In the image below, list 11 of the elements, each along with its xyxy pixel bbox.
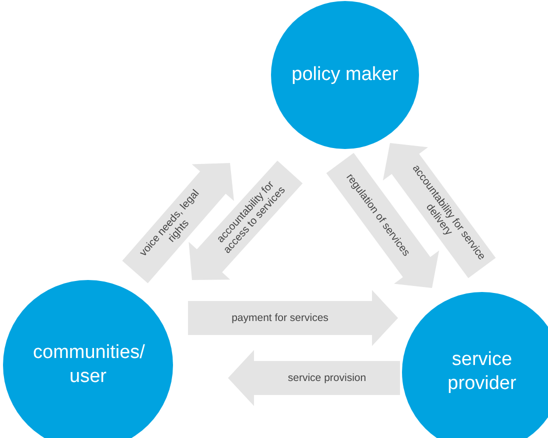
edge-label: payment for services (230, 312, 330, 324)
block-arrow (188, 160, 303, 280)
block-arrow (228, 350, 400, 406)
actor-name: communities/ user (33, 341, 143, 389)
block-arrow (188, 290, 398, 346)
actor-name: policy maker (290, 63, 400, 87)
block-arrow (326, 152, 440, 288)
block-arrow (122, 163, 234, 284)
edge-label: service provision (286, 372, 368, 384)
actor-name: service provider (446, 348, 518, 396)
block-arrow (382, 143, 496, 278)
